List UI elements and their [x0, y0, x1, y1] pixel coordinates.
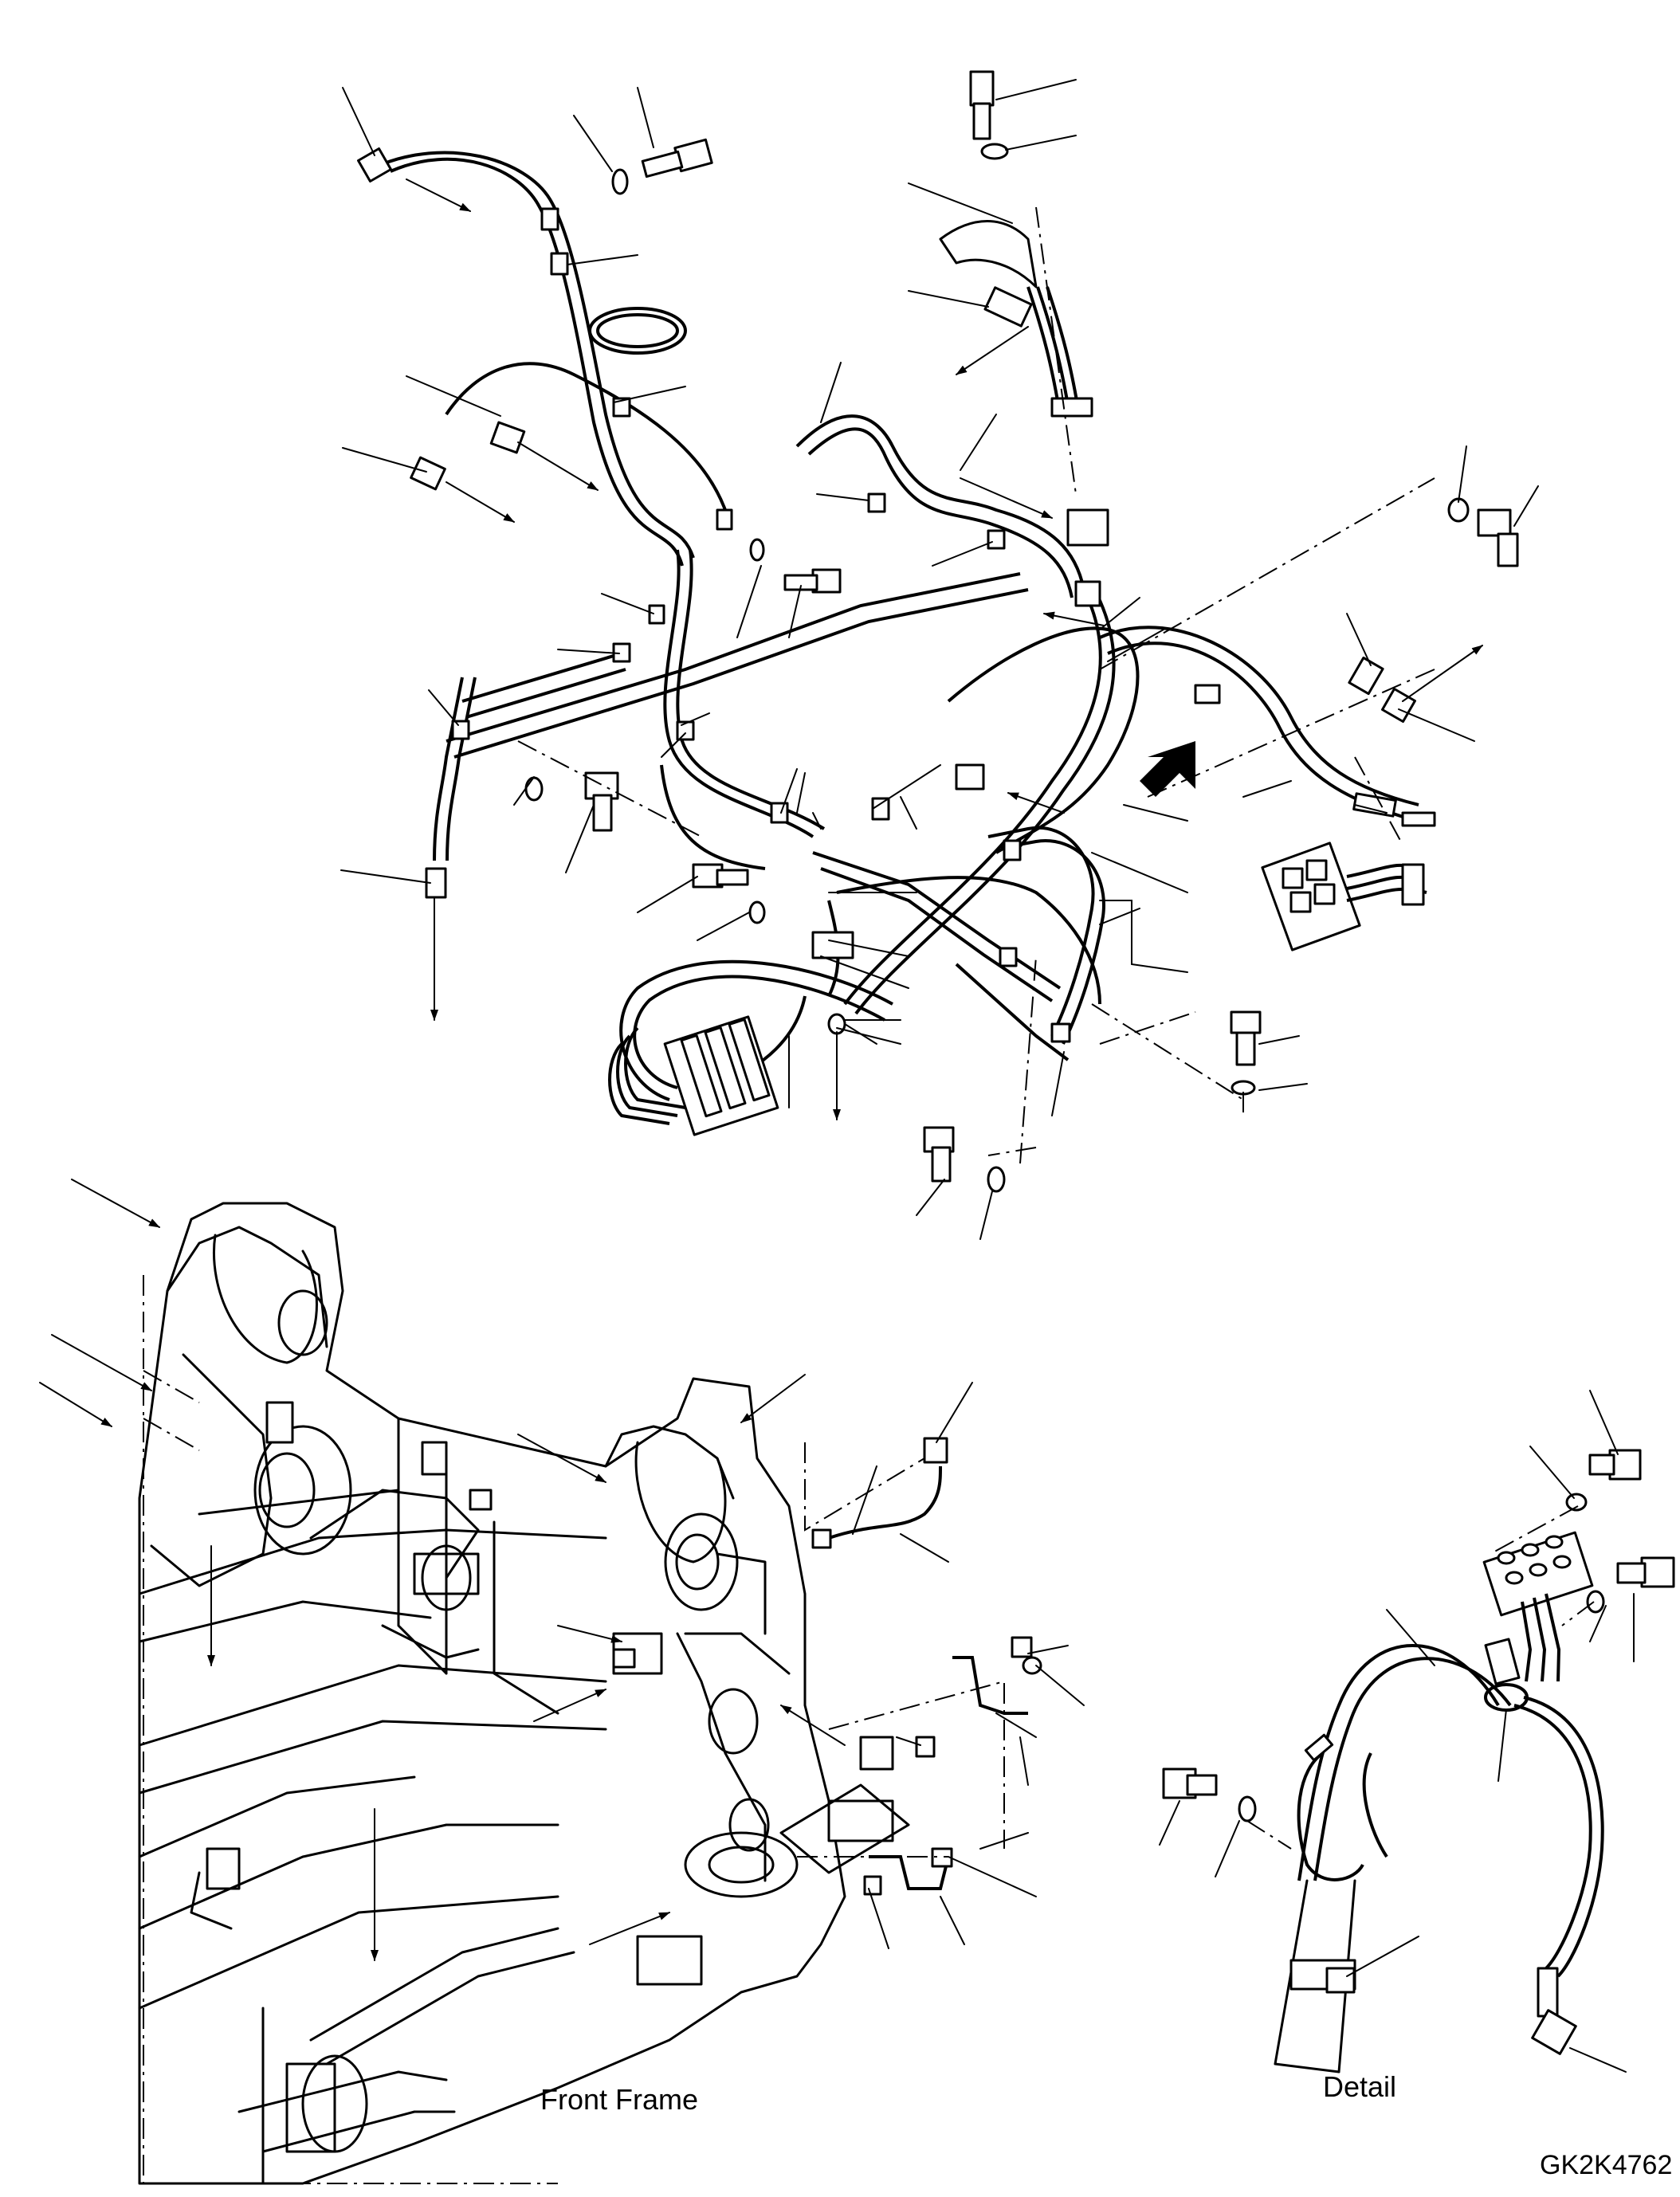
left-branch-hose: [433, 677, 464, 861]
hose-manifold-block-lower: [608, 1015, 779, 1136]
centerlines-front-frame: [143, 1275, 1005, 2184]
leader-lines-upper: [340, 79, 1539, 1240]
direction-arrow-large: [1140, 741, 1195, 797]
harness-clamps: [451, 207, 1221, 1043]
elbow-fitting-top-left: [357, 147, 392, 182]
elbow-fitting-left: [489, 421, 526, 454]
bolts-upper: [524, 70, 1519, 1193]
drawing-number: GK2K4762: [1540, 2150, 1673, 2180]
hose-manifold-block-right: [1261, 842, 1427, 951]
elbow-fitting-right-upper: [1348, 656, 1384, 696]
elbow-fitting-right: [1381, 688, 1416, 723]
detail-valve-ports: [1497, 1535, 1572, 1585]
upper-hose-harness-assembly: [340, 70, 1539, 1240]
leader-lines-detail: [1159, 1390, 1635, 2073]
elbow-fitting-mid-left: [410, 456, 446, 491]
frame-outline: [138, 1202, 846, 2185]
detail-bolts: [1162, 1449, 1675, 1822]
detail-hose-main: [1297, 1644, 1500, 1881]
manifold-top: [1066, 508, 1109, 547]
detail-label: Detail: [1323, 2070, 1397, 2103]
centerlines-upper: [517, 206, 1435, 1164]
front-frame-assembly: [39, 1179, 1085, 2185]
leader-lines-front-frame: [39, 1179, 1085, 1961]
front-frame-label: Front Frame: [540, 2083, 699, 2116]
crossover-hose: [461, 652, 622, 703]
detail-fitting-bottom: [1537, 1967, 1559, 2018]
bracket-plate-top: [983, 286, 1033, 328]
hose-guard-top: [939, 220, 1038, 288]
hose-runs: [374, 151, 1419, 1101]
detail-view: [1159, 1390, 1675, 2073]
detail-clamp-top: [1484, 1638, 1521, 1685]
pivot-ring: [684, 1831, 799, 1898]
connector-right-2: [1401, 811, 1436, 827]
hose-loop: [588, 307, 687, 355]
